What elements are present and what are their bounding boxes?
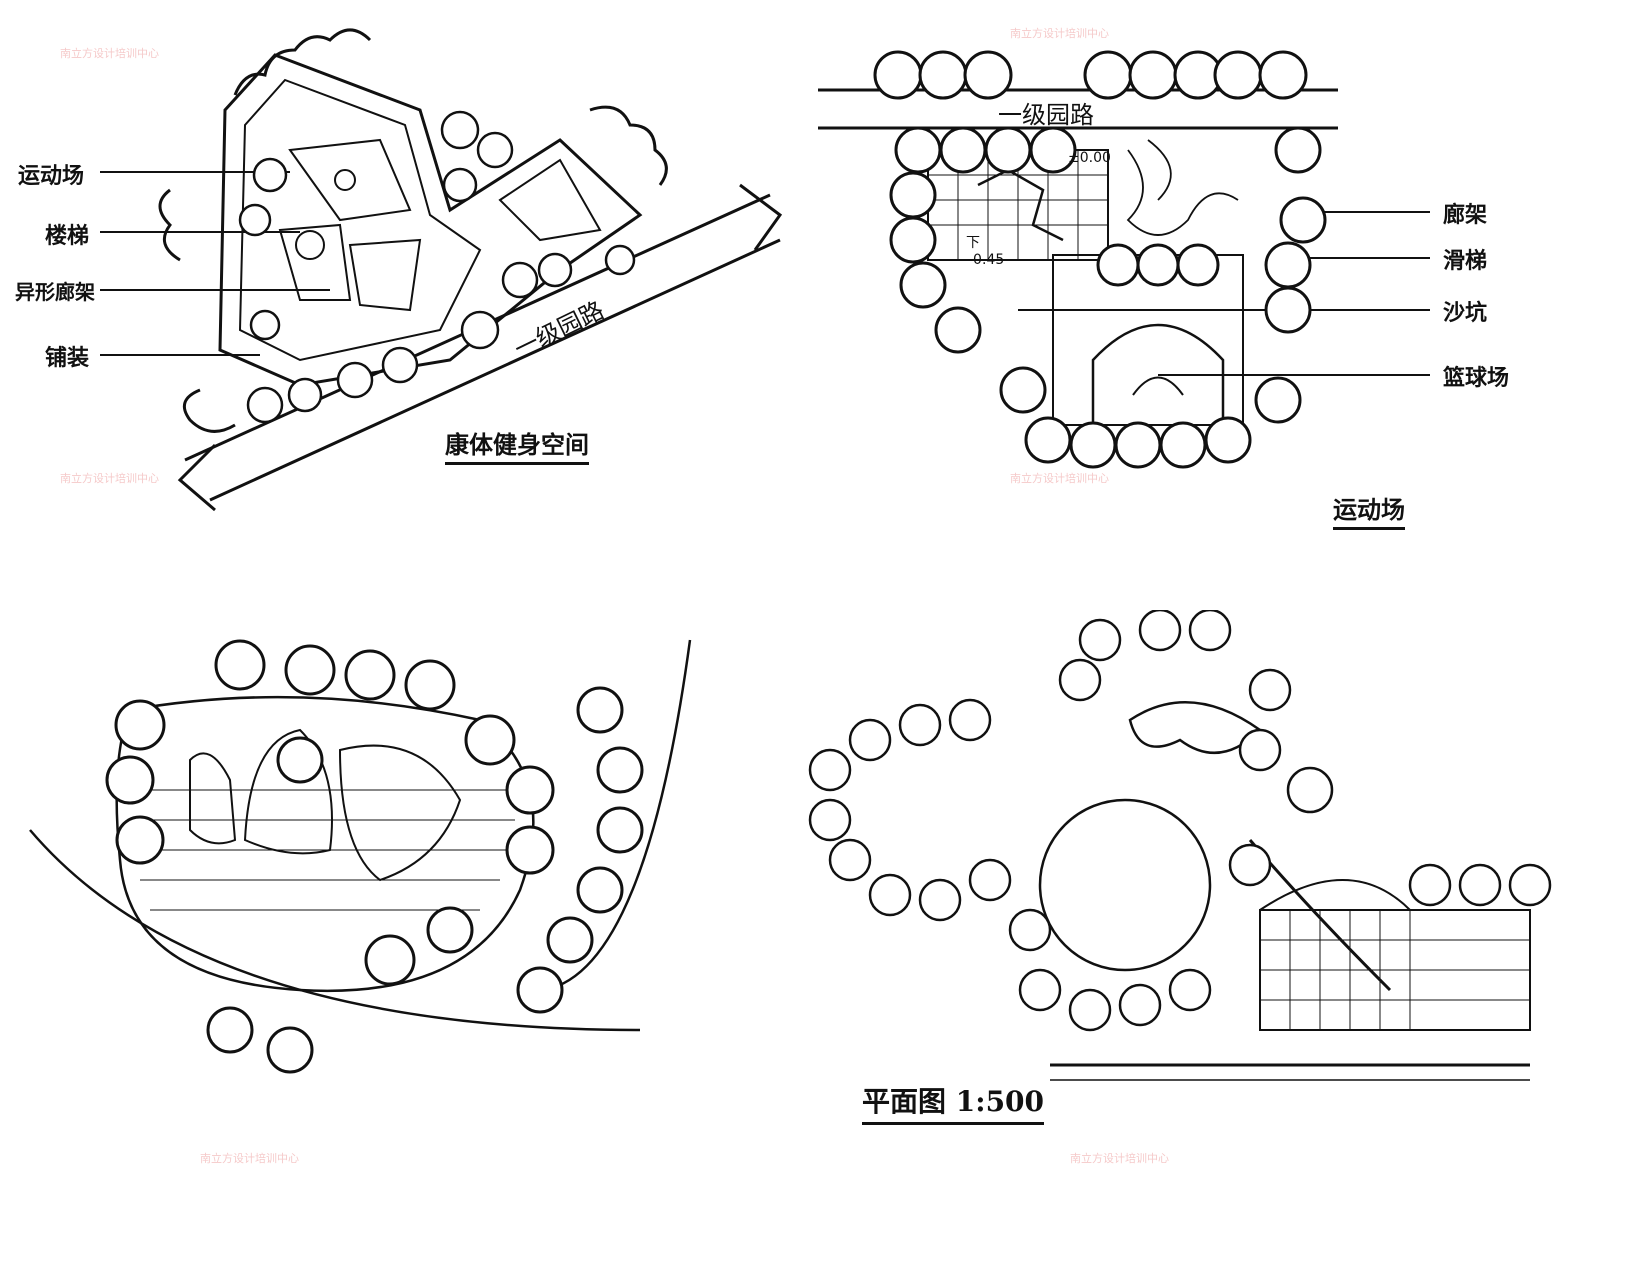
road-arrow-right xyxy=(739,183,783,251)
watermark: 南立方设计培训中心 xyxy=(1010,472,1109,485)
label-sandpit: 沙坑 xyxy=(1443,300,1488,326)
sheet-sports-field: 一级园路 ±0.00 下 -0.45 廊架 滑梯 沙坑 篮球场 运动场 xyxy=(818,0,1637,600)
sports-field-plan-drawing xyxy=(818,50,1430,469)
watermark: 南立方设计培训中心 xyxy=(60,47,159,60)
label-special-pergola: 异形廊架 xyxy=(15,280,95,304)
watermark: 南立方设计培训中心 xyxy=(1070,1152,1169,1165)
label-pergola: 廊架 xyxy=(1443,202,1488,228)
sheet-plan: 平面图 1:500 xyxy=(790,610,1637,1280)
road-arrow-left xyxy=(177,443,217,512)
court-c xyxy=(348,238,422,312)
elevation-low: -0.45 xyxy=(968,252,1005,268)
slide xyxy=(977,168,1064,242)
label-paving: 铺装 xyxy=(45,345,90,371)
fitness-space-plan-drawing xyxy=(100,28,783,512)
trees-sheet2 xyxy=(873,50,1327,469)
court-b xyxy=(278,223,352,301)
label-slide: 滑梯 xyxy=(1443,248,1488,274)
plan-caption: 平面图 1:500 xyxy=(862,1080,1045,1125)
elevation-top: ±0.00 xyxy=(1068,150,1111,166)
plaza-sketch-drawing xyxy=(29,639,692,1074)
inner-plaza xyxy=(238,78,482,362)
label-stairs: 楼梯 xyxy=(45,223,90,249)
sheet-fitness-space: 运动场 楼梯 异形廊架 铺装 一级园路 康体健身空间 xyxy=(0,0,810,600)
watermark: 南立方设计培训中心 xyxy=(200,1152,299,1165)
plan-drawing xyxy=(808,610,1552,1081)
court-a xyxy=(288,138,412,222)
plaza-outline xyxy=(218,53,643,387)
oval-plaza xyxy=(115,695,535,993)
trees-sheet3 xyxy=(105,639,644,1074)
trees-sheet4 xyxy=(808,610,1552,1032)
basketball-court xyxy=(1091,323,1225,430)
watermark: 南立方设计培训中心 xyxy=(60,472,159,485)
down-label: 下 xyxy=(966,235,980,251)
watermark: 南立方设计培训中心 xyxy=(1010,27,1109,40)
label-basketball: 篮球场 xyxy=(1443,365,1510,391)
sheet-plaza-sketch xyxy=(0,610,780,1170)
title-fitness-space: 康体健身空间 xyxy=(445,425,589,465)
title-sports-field: 运动场 xyxy=(1333,490,1405,530)
pergola-fan xyxy=(1128,700,1262,755)
road-label-2: 一级园路 xyxy=(998,101,1094,129)
grid-terrace-hatch xyxy=(1260,910,1530,1030)
central-circle xyxy=(1038,798,1212,972)
pergola-wing xyxy=(498,158,602,242)
label-sports-field: 运动场 xyxy=(18,163,85,189)
